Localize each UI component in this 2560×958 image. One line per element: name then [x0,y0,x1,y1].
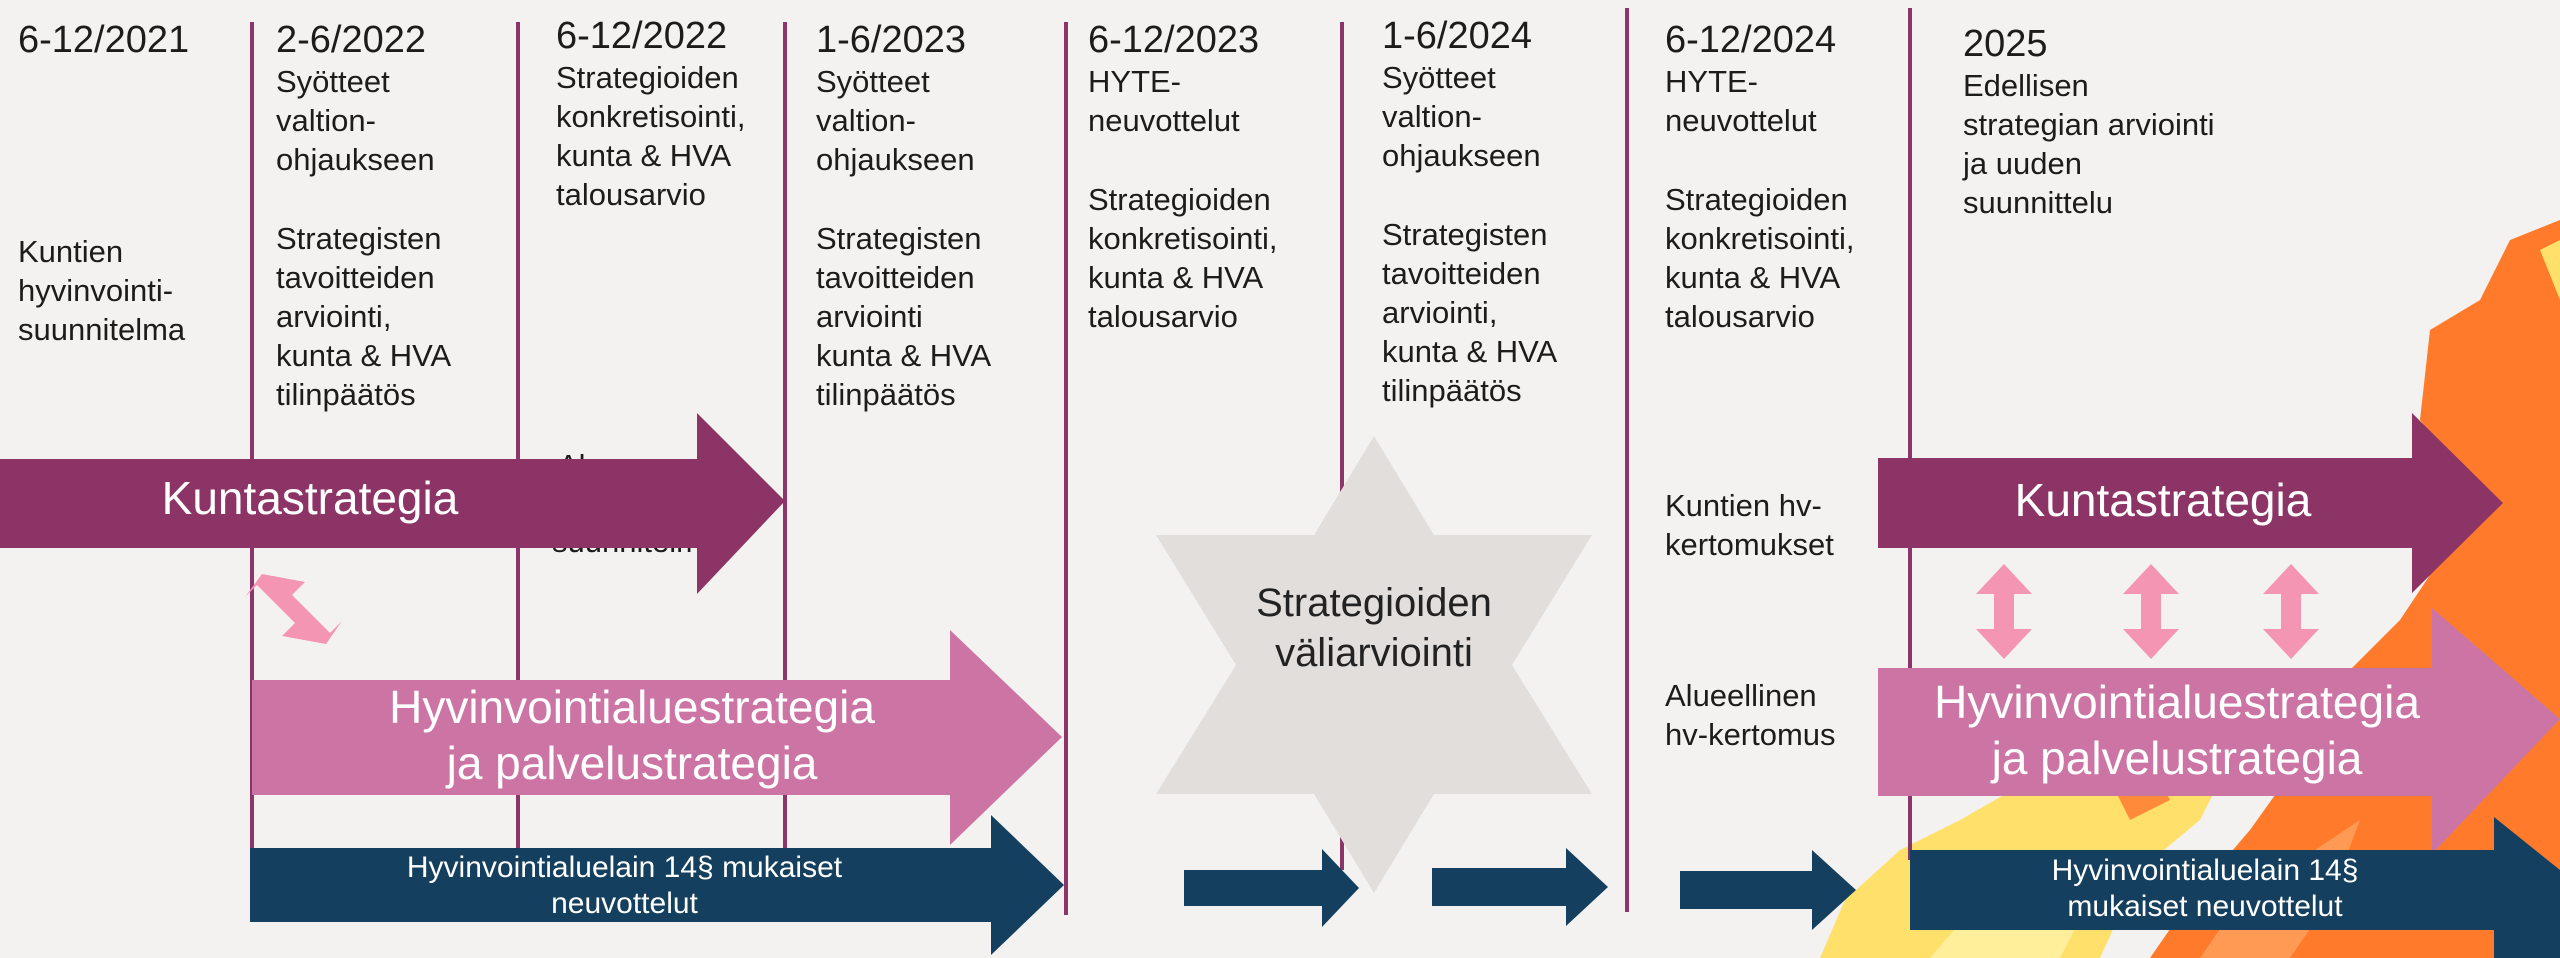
star-shape [1156,436,1592,893]
period-text: HYTE- neuvottelut [1665,64,1817,138]
neuvottelut-label-left: Hyvinvointialuelain 14§ mukaiset neuvott… [406,851,843,920]
double-arrow-vertical-3 [2263,564,2319,659]
neuvottelut-arrow-small-1 [1184,849,1359,927]
period-header: 6-12/2023 [1088,19,1260,61]
star-label: Strategioiden väliarviointi [1256,581,1492,675]
period-text-secondary: Strategisten tavoitteiden arviointi kunt… [816,221,992,412]
period-text-secondary: Strategisten tavoitteiden arviointi, kun… [276,221,452,412]
period-header: 1-6/2024 [1382,15,1533,57]
period-header: 2025 [1963,23,2048,65]
hyvinvointi-arrow-left [252,630,1062,845]
kertomukset-label: Kuntien hv- kertomukset [1665,488,1834,562]
period-text: Strategioiden konkretisointi, kunta & HV… [556,60,746,212]
hyvinvointi-label-right: Hyvinvointialuestrategia ja palvelustrat… [1934,676,2420,784]
period-text: Syötteet valtion- ohjaukseen [1382,60,1541,173]
period-header: 6-12/2021 [18,19,190,61]
period-column-6: 1-6/2024 Syötteet valtion- ohjaukseen St… [1382,14,1557,410]
neuvottelut-arrow-left [250,815,1064,955]
hyvinvointi-label-left: Hyvinvointialuestrategia ja palvelustrat… [389,681,875,789]
alueellinen-label: Alueellinen hv-kertomus [1665,678,1836,752]
double-arrow-vertical-1 [1976,564,2032,659]
period-column-7: 6-12/2024 HYTE- neuvottelut Strategioide… [1665,18,1855,336]
neuvottelut-arrow-small-3 [1680,850,1856,930]
kuntastrategia-arrow-left [0,413,785,594]
period-text: Syötteet valtion- ohjaukseen [276,64,435,177]
period-column-4: 1-6/2023 Syötteet valtion- ohjaukseen St… [816,18,991,414]
neuvottelut-arrow-right [1910,817,2560,958]
period-header: 1-6/2023 [816,19,967,61]
period-text-secondary: Strategisten tavoitteiden arviointi, kun… [1382,217,1558,408]
period-header: 6-12/2022 [556,15,728,57]
double-arrow-vertical-2 [2123,564,2179,659]
period-text-secondary: Strategioiden konkretisointi, kunta & HV… [1665,182,1855,334]
period-column-3: 6-12/2022 Strategioiden konkretisointi, … [556,14,746,254]
period-column-1: 6-12/2021 Kuntien hyvinvointi- suunnitel… [18,18,189,349]
period-text: HYTE- neuvottelut [1088,64,1240,138]
kuntastrategia-arrow-right [1878,413,2503,593]
kuntastrategia-label-right: Kuntastrategia [2014,474,2312,526]
period-column-2: 2-6/2022 Syötteet valtion- ohjaukseen St… [276,18,451,414]
period-header: 2-6/2022 [276,19,427,61]
period-column-5: 6-12/2023 HYTE- neuvottelut Strategioide… [1088,18,1278,336]
neuvottelut-arrow-small-2 [1432,848,1608,926]
period-text-secondary: Kuntien hyvinvointi- suunnitelma [18,234,186,347]
period-text-secondary: Strategioiden konkretisointi, kunta & HV… [1088,182,1278,334]
period-text: Edellisen strategian arviointi ja uuden … [1963,68,2215,220]
period-text: Syötteet valtion- ohjaukseen [816,64,975,177]
period-header: 6-12/2024 [1665,19,1837,61]
period-column-8: 2025 Edellisen strategian arviointi ja u… [1963,22,2215,222]
kuntastrategia-label-left: Kuntastrategia [161,472,459,524]
hyvinvointi-arrow-right [1878,608,2560,854]
neuvottelut-label-right: Hyvinvointialuelain 14§ mukaiset neuvott… [2051,854,2359,923]
double-arrow-diagonal [245,574,342,644]
